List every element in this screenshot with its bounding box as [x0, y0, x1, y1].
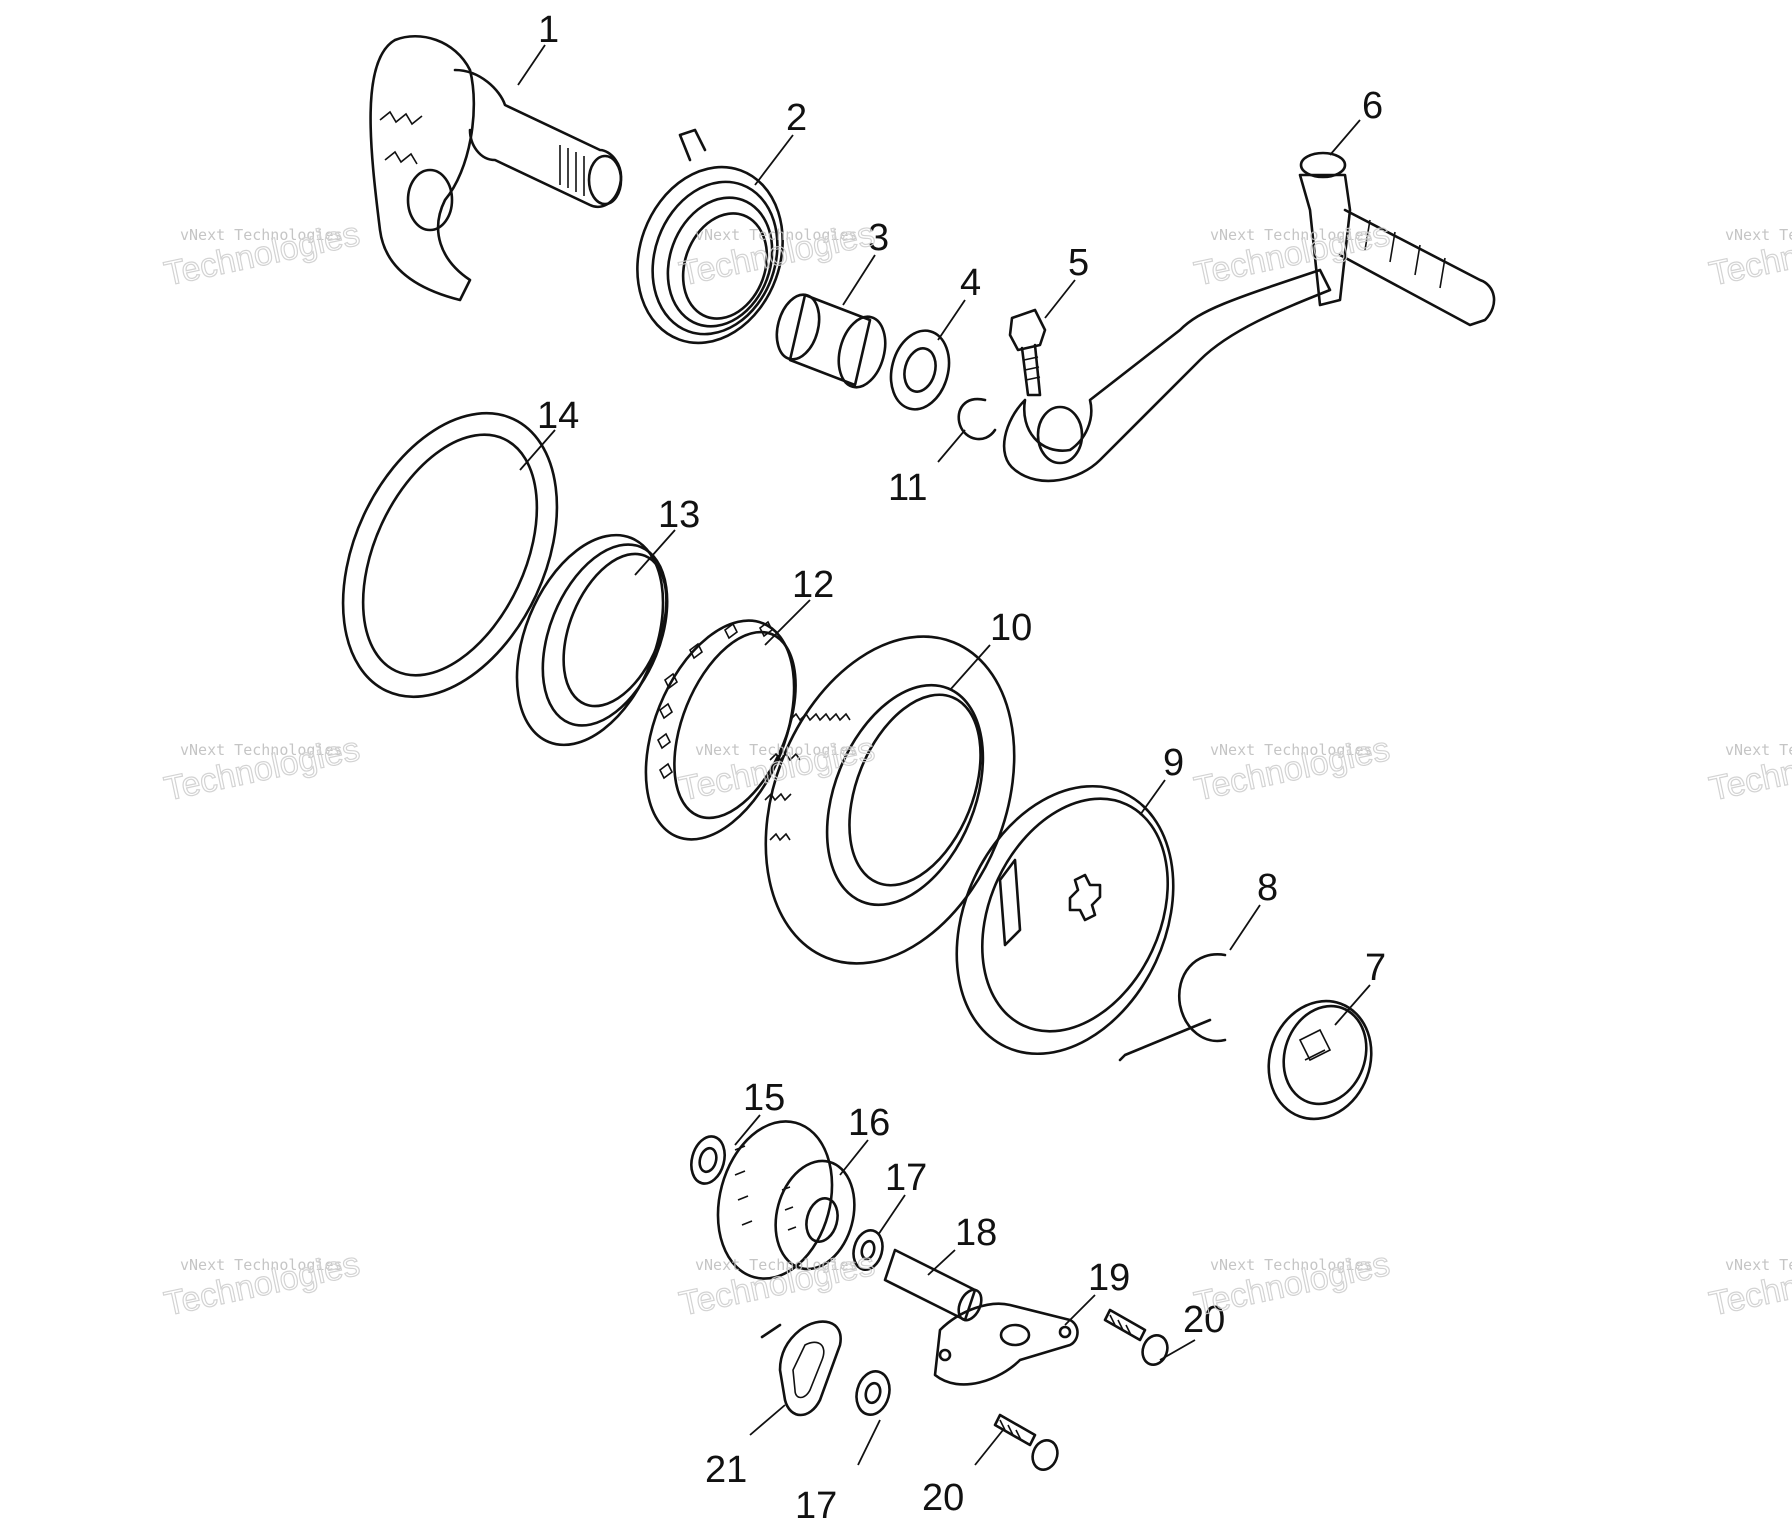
callout-9: 9 — [1163, 742, 1184, 784]
part-21-cover — [760, 1320, 842, 1417]
watermark-10: vNext Technologies Technologies — [675, 1244, 878, 1324]
part-16-idle-gear — [716, 1120, 856, 1280]
watermark-1: vNext Technologies Technologies — [160, 214, 363, 294]
part-3-collar — [775, 293, 887, 389]
callout-21: 21 — [705, 1449, 747, 1491]
leader-lines — [517, 44, 1371, 1466]
svg-text:vNext Technologies: vNext Technologies — [1725, 226, 1792, 244]
watermark-3: vNext Technologies Technologies — [1190, 214, 1393, 294]
part-9-starter-clutch — [955, 784, 1175, 1056]
callout-14: 14 — [537, 395, 579, 437]
watermark-4: vNext Technologies Technologies — [1705, 214, 1792, 294]
callout-8: 8 — [1257, 867, 1278, 909]
watermark-7: vNext Technologies Technologies — [1190, 729, 1393, 809]
part-12-clutch-cage — [644, 619, 797, 841]
part-2-spring — [636, 128, 784, 345]
watermark-5: vNext Technologies Technologies — [160, 729, 363, 809]
part-19-plate — [933, 1302, 1079, 1386]
callout-13: 13 — [658, 494, 700, 536]
svg-text:vNext Technologies: vNext Technologies — [180, 226, 343, 244]
part-20-screw-upper — [1103, 1308, 1169, 1366]
part-8-circlip — [1118, 953, 1227, 1062]
callout-3: 3 — [868, 217, 889, 259]
svg-text:vNext Technologies: vNext Technologies — [1210, 226, 1373, 244]
callout-12: 12 — [792, 564, 834, 606]
part-13-bearing-race — [515, 533, 669, 747]
svg-text:vNext Technologies: vNext Technologies — [180, 1256, 343, 1274]
svg-text:vNext Technologies: vNext Technologies — [695, 1256, 858, 1274]
watermark-11: vNext Technologies Technologies — [1190, 1244, 1393, 1324]
callout-6: 6 — [1362, 85, 1383, 127]
part-18-shaft — [883, 1248, 983, 1322]
callout-20-upper: 20 — [1183, 1299, 1225, 1341]
part-7-nut — [1267, 999, 1373, 1121]
part-6-kick-lever — [1002, 151, 1496, 483]
svg-text:vNext Technologies: vNext Technologies — [695, 226, 858, 244]
watermark-2: vNext Technologies Technologies — [675, 214, 878, 294]
callout-17-lower: 17 — [795, 1485, 837, 1527]
watermark-9: vNext Technologies Technologies — [160, 1244, 363, 1324]
callout-1: 1 — [538, 9, 559, 51]
part-17-washer-upper — [852, 1229, 884, 1271]
callout-18: 18 — [955, 1212, 997, 1254]
part-1-kick-shaft — [369, 35, 623, 302]
callout-19: 19 — [1088, 1257, 1130, 1299]
callout-16: 16 — [848, 1102, 890, 1144]
callout-labels: 1 2 3 4 5 6 11 14 13 12 10 9 8 7 15 16 1… — [537, 9, 1386, 1527]
callout-4: 4 — [960, 262, 981, 304]
svg-text:vNext Technologies: vNext Technologies — [180, 741, 343, 759]
part-20-screw-lower — [993, 1413, 1059, 1471]
callout-15: 15 — [743, 1077, 785, 1119]
part-14-thrust-ring — [341, 411, 559, 699]
svg-text:vNext Technologies: vNext Technologies — [1725, 741, 1792, 759]
part-11-circlip — [957, 397, 997, 441]
callout-10: 10 — [990, 607, 1032, 649]
svg-text:vNext Technologies: vNext Technologies — [1725, 1256, 1792, 1274]
watermarks: vNext Technologies Technologies vNext Te… — [160, 214, 1792, 1324]
part-15-washer — [690, 1135, 726, 1185]
callout-20-lower: 20 — [922, 1477, 964, 1519]
part-17-washer-lower — [855, 1370, 891, 1416]
callout-7: 7 — [1365, 947, 1386, 989]
watermark-8: vNext Technologies Technologies — [1705, 729, 1792, 809]
watermark-6: vNext Technologies Technologies — [675, 729, 878, 809]
callout-2: 2 — [786, 97, 807, 139]
callout-11: 11 — [888, 467, 927, 509]
part-5-bolt — [1008, 308, 1047, 397]
part-4-washer — [889, 329, 951, 411]
svg-text:vNext Technologies: vNext Technologies — [1210, 1256, 1373, 1274]
svg-text:vNext Technologies: vNext Technologies — [695, 741, 858, 759]
callout-17-upper: 17 — [885, 1157, 927, 1199]
callout-5: 5 — [1068, 242, 1089, 284]
svg-text:vNext Technologies: vNext Technologies — [1210, 741, 1373, 759]
watermark-12: vNext Technologies Technologies — [1705, 1244, 1792, 1324]
